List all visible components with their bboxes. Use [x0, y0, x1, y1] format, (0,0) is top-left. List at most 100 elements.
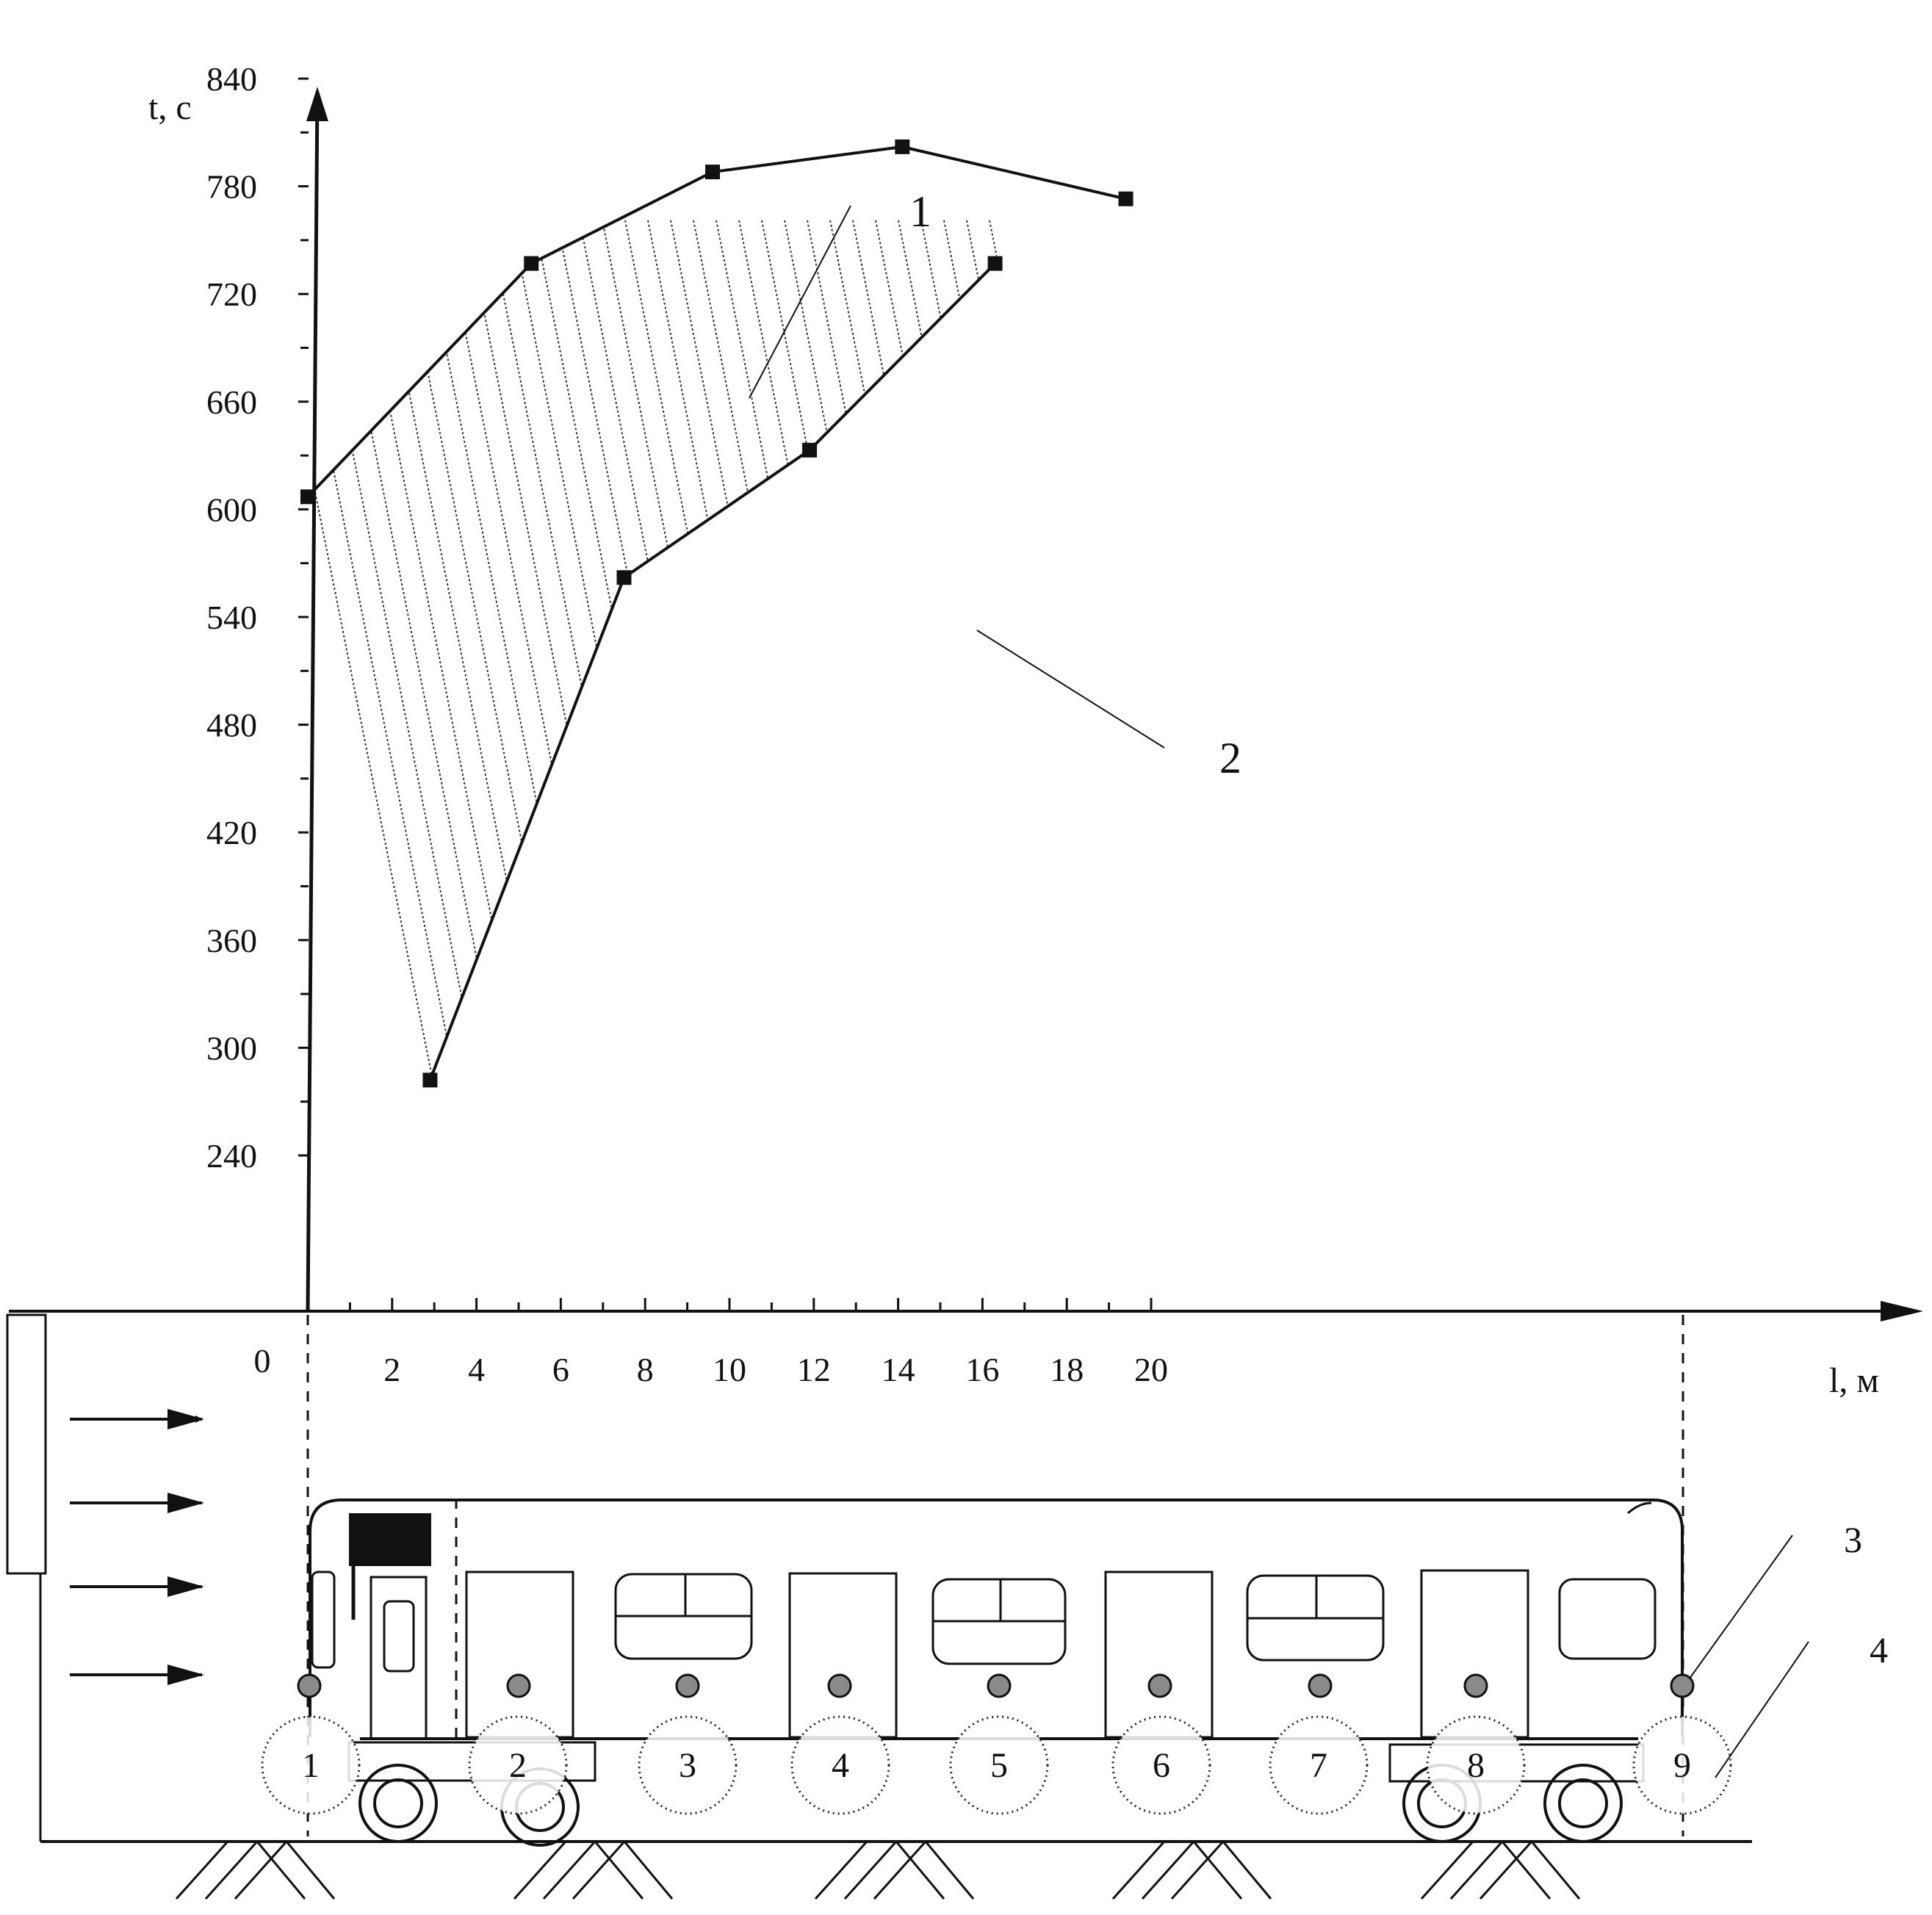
hatch-line	[465, 220, 657, 1081]
series-1-point	[1118, 191, 1133, 206]
hatch-line	[1194, 220, 1385, 1175]
sampling-zone	[1632, 1715, 1732, 1815]
hatch-line	[898, 220, 1017, 1081]
hatch-line	[1399, 220, 1590, 1175]
ground-hatch	[175, 1840, 336, 1900]
hatch-line	[1354, 220, 1545, 1175]
hatched-band	[308, 220, 1932, 1175]
door	[465, 1570, 574, 1739]
series-2-point	[802, 442, 818, 458]
sampling-zone-label: 2	[509, 1746, 527, 1785]
ground-hatch	[1420, 1840, 1581, 1900]
x-origin-label: 0	[254, 1342, 271, 1380]
hatch-line	[943, 220, 1017, 1081]
sampling-zone	[1111, 1715, 1211, 1815]
hatch-line	[624, 220, 817, 1081]
hatch-line	[1149, 220, 1340, 1175]
hatch-line	[1172, 220, 1363, 1175]
callout-4-label: 4	[1870, 1629, 1888, 1670]
sampling-zone-label: 8	[1467, 1746, 1485, 1785]
callout-3-label: 3	[1844, 1519, 1862, 1560]
hatch-line	[308, 220, 453, 1081]
sampling-zone	[790, 1715, 890, 1815]
hatch-line	[1103, 220, 1294, 1175]
callout-2-leader	[976, 630, 1165, 749]
series-1-point	[524, 256, 539, 271]
sampling-zone	[468, 1715, 568, 1815]
sensor-dot	[297, 1673, 322, 1698]
callout-1-leader	[749, 205, 851, 399]
series-2-point	[422, 1072, 438, 1088]
sensor-dot	[506, 1673, 531, 1698]
hatch-line	[716, 220, 908, 1081]
airflow-arrowhead	[167, 1409, 204, 1429]
y-tick-label: 720	[206, 275, 257, 313]
hatch-line	[308, 220, 475, 1081]
hatch-line	[829, 220, 1017, 1081]
series-2-point	[616, 570, 632, 585]
hatch-line	[1058, 220, 1249, 1175]
sampling-zone	[638, 1715, 738, 1815]
window	[1246, 1574, 1385, 1662]
hatch-line	[1240, 220, 1431, 1175]
sampling-zone-label: 1	[302, 1746, 320, 1785]
y-tick-label: 300	[206, 1029, 257, 1067]
hatch-line	[488, 220, 680, 1081]
hatch-line	[1445, 220, 1636, 1175]
ground-hatch	[1111, 1840, 1272, 1900]
hatch-line	[1331, 220, 1522, 1175]
airflow-arrowhead	[167, 1576, 204, 1597]
door	[1104, 1570, 1214, 1739]
ground-hatch	[814, 1840, 975, 1900]
x-axis-arrow	[1881, 1301, 1923, 1321]
hatch-line	[308, 220, 361, 1081]
hatch-line	[556, 220, 749, 1081]
wheel	[1543, 1764, 1623, 1843]
sampling-zone-label: 7	[1310, 1746, 1327, 1785]
y-tick-label: 840	[206, 60, 257, 98]
hatch-line	[533, 220, 726, 1081]
hatch-line	[1650, 220, 1841, 1175]
hatch-line	[602, 220, 794, 1081]
hatch-line	[1627, 220, 1818, 1175]
sampling-zone	[1269, 1715, 1369, 1815]
sensor-dot	[1308, 1673, 1333, 1698]
hatch-line	[1741, 220, 1932, 1175]
hatch-line	[1513, 220, 1704, 1175]
cab-door-window	[383, 1600, 415, 1673]
hatch-line	[1468, 220, 1659, 1175]
x-tick-label: 12	[797, 1351, 831, 1388]
sampling-zone-label: 5	[990, 1746, 1008, 1785]
sensor-dot	[827, 1673, 852, 1698]
series-1-point	[895, 139, 910, 154]
callout-4-leader	[1715, 1641, 1809, 1778]
y-tick-label: 660	[206, 383, 257, 421]
hatch-line	[693, 220, 885, 1081]
sampling-zone	[261, 1715, 361, 1815]
hatch-line	[875, 220, 1017, 1081]
hatch-line	[1422, 220, 1613, 1175]
sensor-dot	[675, 1673, 700, 1698]
x-tick-label: 14	[882, 1351, 915, 1388]
hatch-line	[670, 220, 862, 1081]
series-group	[300, 139, 1133, 1088]
hatch-line	[1582, 220, 1773, 1175]
roof-detail	[1627, 1501, 1652, 1515]
sensor-dot	[987, 1673, 1012, 1698]
sampling-zone-label: 9	[1673, 1746, 1691, 1785]
hatch-line	[1126, 220, 1317, 1175]
series-2-point	[987, 256, 1003, 271]
hatch-line	[1673, 220, 1864, 1175]
hatch-line	[852, 220, 1017, 1081]
hatch-line	[397, 220, 589, 1081]
sensor-dot	[1463, 1673, 1488, 1698]
x-axis-title: l, м	[1829, 1361, 1879, 1400]
source-panel	[6, 1313, 47, 1575]
hatch-line	[374, 220, 566, 1081]
y-tick-label: 240	[206, 1137, 257, 1175]
